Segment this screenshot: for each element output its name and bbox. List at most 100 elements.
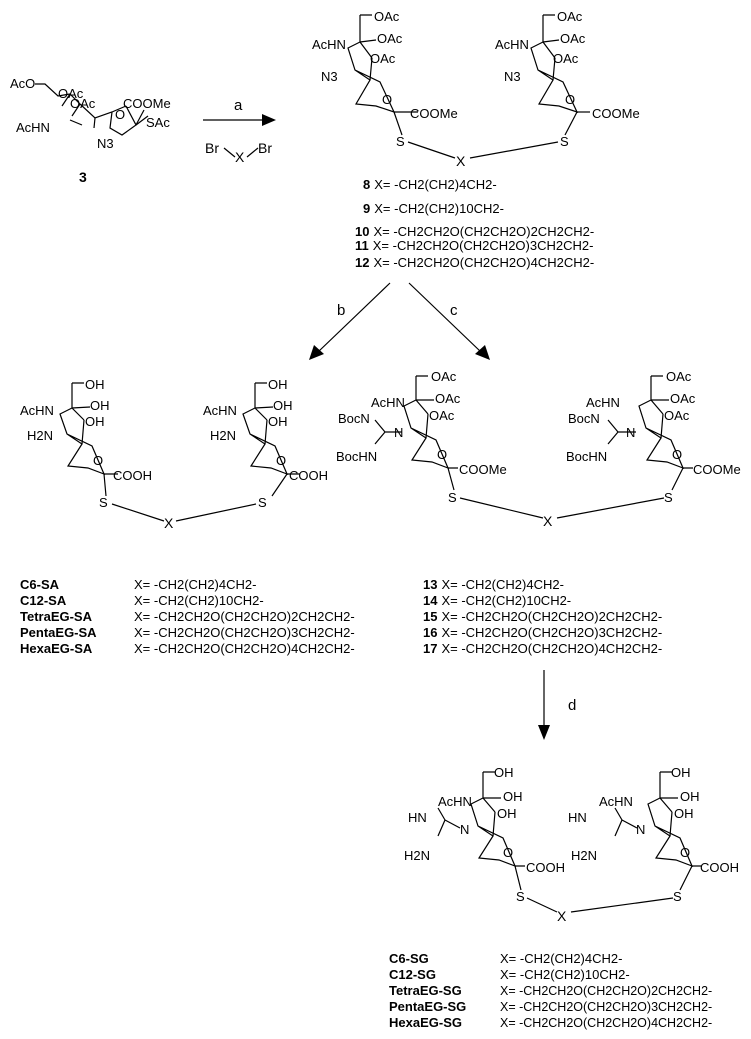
svg-text:OH: OH — [671, 765, 691, 780]
svg-text:H2N: H2N — [571, 848, 597, 863]
svg-text:H2N: H2N — [27, 428, 53, 443]
svg-text:OAc: OAc — [553, 51, 579, 66]
series-sa-name: C6-SA — [20, 577, 60, 592]
series-sg-formula: X= -CH2(CH2)4CH2- — [500, 951, 622, 966]
coome-label: COOMe — [123, 96, 171, 111]
series-sa-formula: X= -CH2(CH2)4CH2- — [134, 577, 256, 592]
svg-text:N: N — [626, 425, 635, 440]
svg-text:N: N — [460, 822, 469, 837]
arrow-step-d: d — [538, 670, 576, 740]
svg-text:c: c — [450, 302, 458, 319]
svg-text:S: S — [396, 134, 405, 149]
reagent-x: X — [235, 149, 245, 165]
svg-text:OAc: OAc — [370, 51, 396, 66]
svg-text:X: X — [456, 153, 466, 169]
series-sa-formula: X= -CH2CH2O(CH2CH2O)4CH2CH2- — [134, 641, 355, 656]
svg-text:COOH: COOH — [526, 860, 565, 875]
svg-text:S: S — [258, 495, 267, 510]
series-sg-formula: X= -CH2CH2O(CH2CH2O)2CH2CH2- — [500, 984, 712, 998]
series-sg-list: C6-SG X= -CH2(CH2)4CH2- C12-SG X= -CH2(C… — [389, 951, 712, 1030]
svg-text:O: O — [382, 92, 392, 107]
svg-text:OH: OH — [674, 806, 694, 821]
svg-text:OH: OH — [268, 414, 288, 429]
arrow-step-a: a Br X Br — [203, 97, 276, 165]
acnh-label: AcHN — [16, 120, 50, 135]
svg-text:O: O — [672, 447, 682, 462]
svg-text:AcHN: AcHN — [586, 395, 620, 410]
svg-text:S: S — [560, 134, 569, 149]
svg-text:O: O — [93, 453, 103, 468]
svg-text:OAc: OAc — [557, 9, 583, 24]
svg-text:COOH: COOH — [113, 468, 152, 483]
series-sg-name: C12-SG — [389, 967, 436, 982]
svg-text:COOMe: COOMe — [410, 106, 458, 121]
svg-text:HN: HN — [568, 810, 587, 825]
svg-text:N: N — [636, 822, 645, 837]
svg-text:S: S — [448, 490, 457, 505]
series-sg-formula: X= -CH2CH2O(CH2CH2O)4CH2CH2- — [500, 1016, 712, 1030]
svg-text:BocN: BocN — [568, 411, 600, 426]
svg-text:OH: OH — [680, 789, 700, 804]
svg-text:AcHN: AcHN — [20, 403, 54, 418]
svg-text:N3: N3 — [504, 69, 521, 84]
reagent-br-right: Br — [258, 140, 272, 156]
n3-label: N3 — [97, 136, 114, 151]
svg-text:S: S — [516, 889, 525, 904]
svg-text:COOMe: COOMe — [459, 462, 507, 477]
svg-text:AcHN: AcHN — [599, 794, 633, 809]
svg-text:H2N: H2N — [210, 428, 236, 443]
sg-dimer-structure: OH OH OH AcHN HN H2N N O COOH S OH OH OH… — [404, 765, 739, 924]
svg-text:O: O — [437, 447, 447, 462]
series-sa-name: TetraEG-SA — [20, 609, 93, 624]
sac-label: SAc — [146, 115, 170, 130]
svg-text:OH: OH — [273, 398, 293, 413]
svg-text:N3: N3 — [321, 69, 338, 84]
series-sg-formula: X= -CH2(CH2)10CH2- — [500, 967, 630, 982]
svg-text:X: X — [543, 513, 553, 529]
svg-text:O: O — [276, 453, 286, 468]
svg-text:OAc: OAc — [435, 391, 461, 406]
svg-text:b: b — [337, 302, 345, 319]
compound-3-structure: AcO OAc OAc COOMe AcHN SAc N3 O 3 — [10, 76, 171, 185]
svg-text:S: S — [99, 495, 108, 510]
series-sa-formula: X= -CH2CH2O(CH2CH2O)2CH2CH2- — [134, 609, 355, 624]
svg-text:OH: OH — [85, 414, 105, 429]
svg-text:OH: OH — [90, 398, 110, 413]
svg-text:H2N: H2N — [404, 848, 430, 863]
svg-text:OAc: OAc — [664, 408, 690, 423]
arrow-step-b: b — [309, 282, 391, 360]
svg-text:COOMe: COOMe — [693, 462, 741, 477]
ring-oxygen: O — [115, 107, 125, 122]
series-sg-name: TetraEG-SG — [389, 983, 462, 998]
series-sa-list: C6-SA X= -CH2(CH2)4CH2- C12-SA X= -CH2(C… — [20, 577, 355, 656]
svg-text:OH: OH — [494, 765, 514, 780]
svg-text:X: X — [557, 908, 567, 924]
svg-text:BocHN: BocHN — [566, 449, 607, 464]
svg-text:HN: HN — [408, 810, 427, 825]
svg-text:BocHN: BocHN — [336, 449, 377, 464]
sa-dimer-structure: OH OH OH AcHN H2N O COOH S OH OH OH AcHN… — [20, 377, 328, 531]
reagent-br-left: Br — [205, 140, 219, 156]
svg-text:OH: OH — [85, 377, 105, 392]
series-sg-formula: X= -CH2CH2O(CH2CH2O)3CH2CH2- — [500, 1000, 712, 1014]
aco-label: AcO — [10, 76, 35, 91]
svg-text:O: O — [565, 92, 575, 107]
svg-text:O: O — [680, 845, 690, 860]
svg-text:AcHN: AcHN — [438, 794, 472, 809]
svg-text:OAc: OAc — [377, 31, 403, 46]
svg-text:OH: OH — [268, 377, 288, 392]
svg-text:COOH: COOH — [289, 468, 328, 483]
svg-text:X: X — [164, 515, 174, 531]
